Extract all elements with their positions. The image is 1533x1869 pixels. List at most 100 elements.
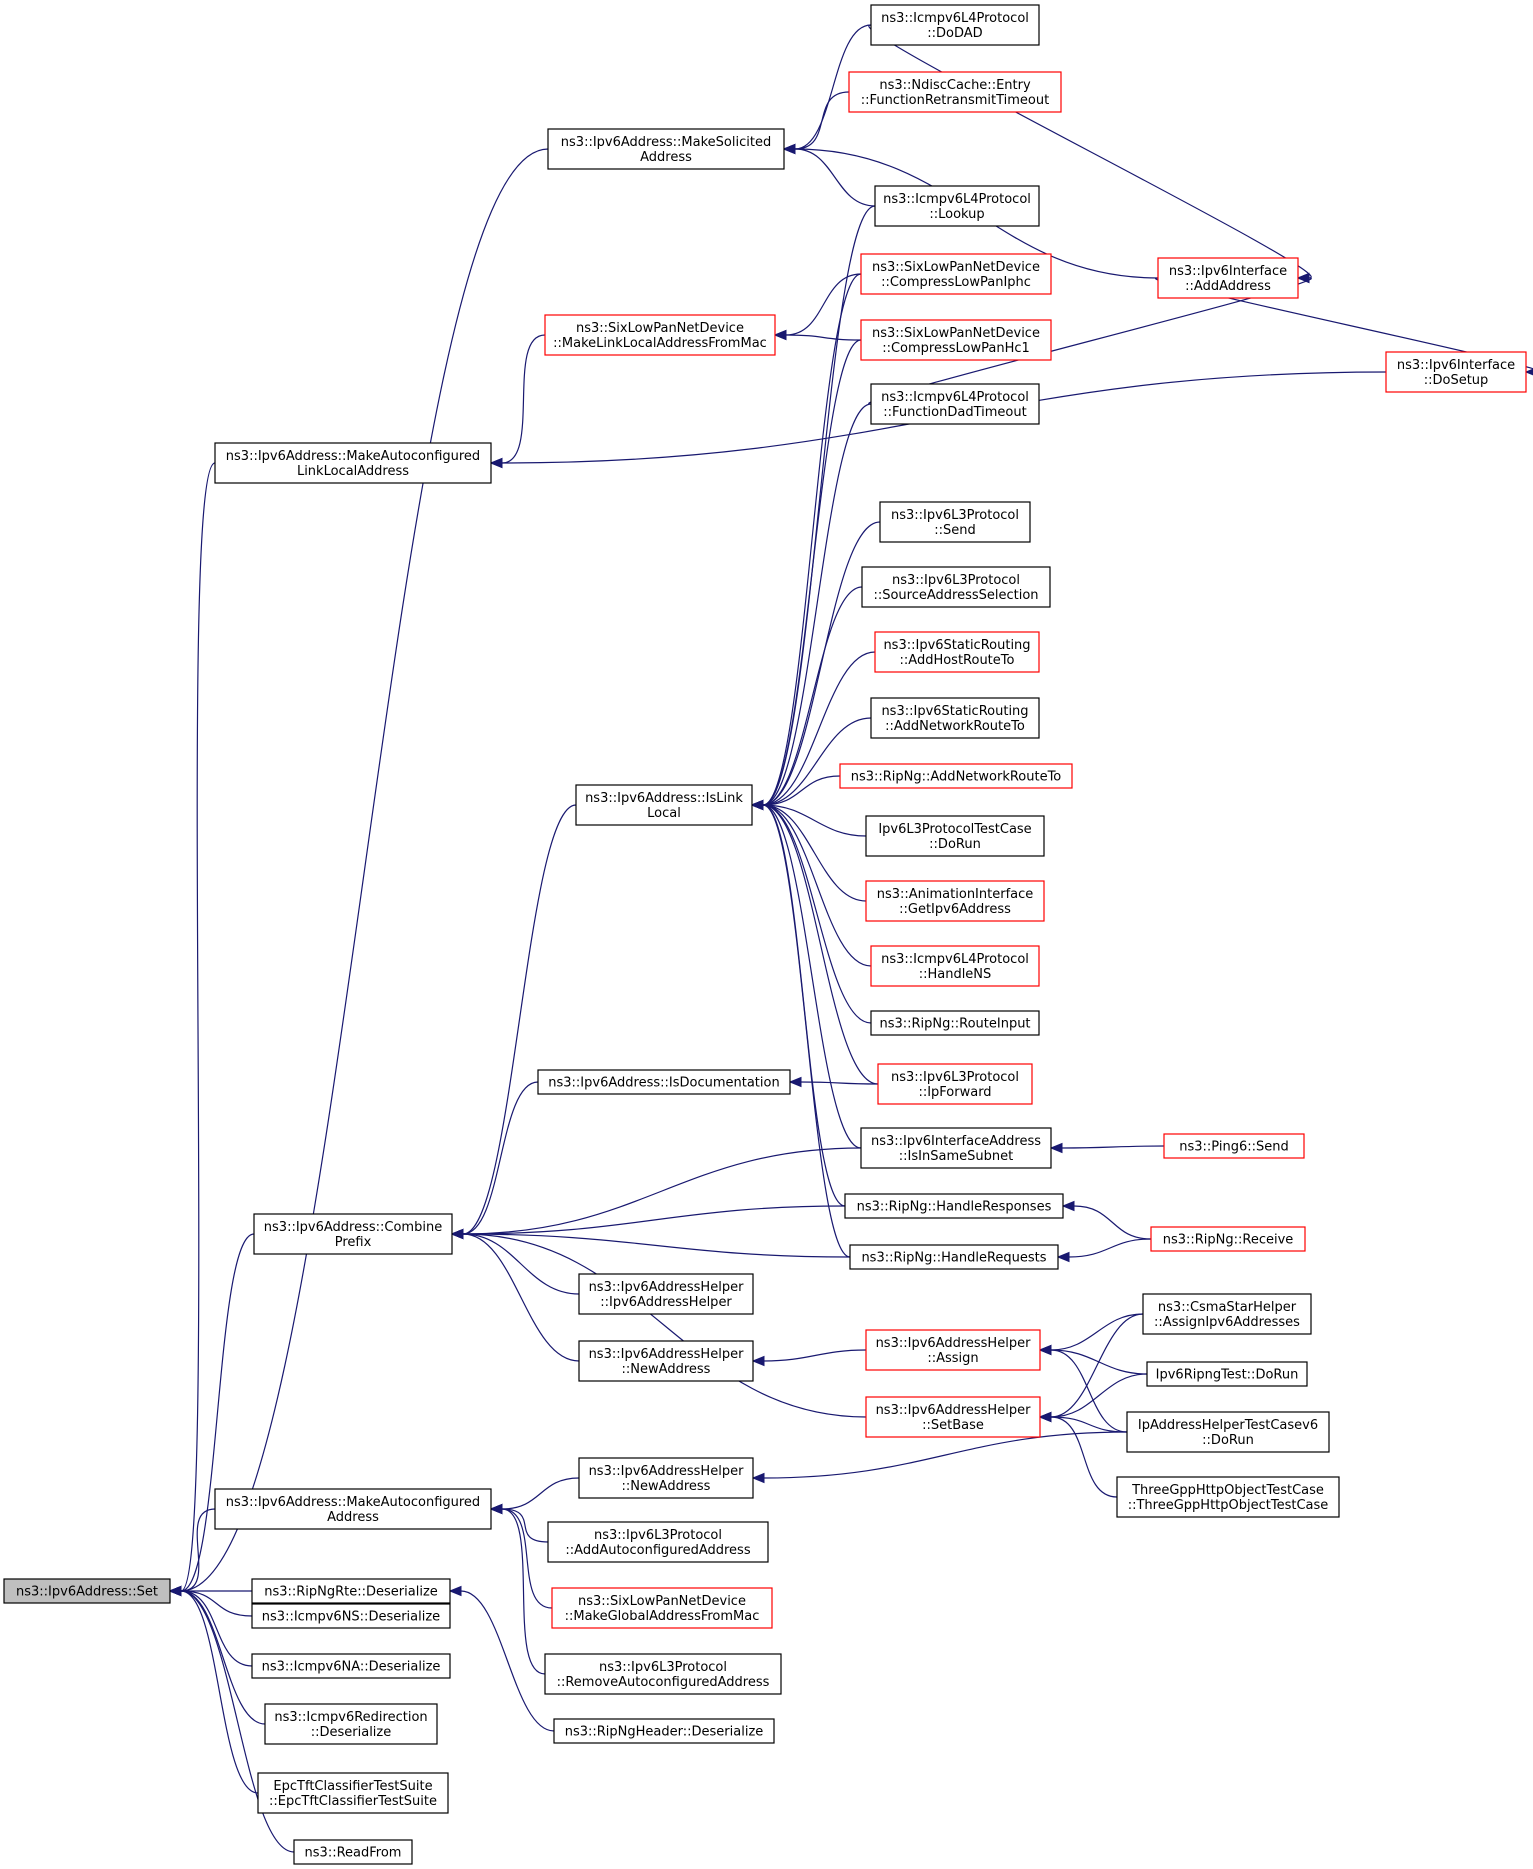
node-sixlow-mkll[interactable]: ns3::SixLowPanNetDevice::MakeLinkLocalAd… [544,314,776,356]
node-box [839,763,1073,789]
nodes-layer: ns3::Ipv6Address::Set ns3::Ipv6Address::M… [3,4,1527,1865]
node-box [860,1127,1052,1169]
edge-line [762,804,862,1149]
node-sixlow-iphc[interactable]: ns3::SixLowPanNetDevice::CompressLowPanI… [860,253,1052,295]
node-l3-addautoconf[interactable]: ns3::Ipv6L3Protocol::AddAutoconfiguredAd… [547,1521,769,1563]
node-ripngheader-deser[interactable]: ns3::RipNgHeader::Deserialize [553,1718,775,1744]
node-static-addhost[interactable]: ns3::Ipv6StaticRouting::AddHostRouteTo [874,631,1040,673]
node-icmpv6na-deser[interactable]: ns3::Icmpv6NA::Deserialize [251,1653,451,1679]
node-label: Address [640,150,692,165]
node-label: ns3::Ipv6L3Protocol [891,508,1019,523]
node-box [870,4,1040,46]
node-icmp-handlens[interactable]: ns3::Icmpv6L4Protocol::HandleNS [870,945,1040,987]
edge-line [180,1590,259,1794]
edge-line [1050,1313,1144,1351]
edge-line [501,334,546,464]
node-isdoc[interactable]: ns3::Ipv6Address::IsDocumentation [537,1069,791,1095]
edge-line [1050,1373,1148,1418]
edge-line [1050,1416,1118,1498]
node-csma-assign[interactable]: ns3::CsmaStarHelper::AssignIpv6Addresses [1142,1293,1312,1335]
node-epctft[interactable]: EpcTftClassifierTestSuite::EpcTftClassif… [257,1772,449,1814]
node-label: ::AddNetworkRouteTo [885,719,1025,734]
node-iphelpertest-dorun[interactable]: IpAddressHelperTestCasev6::DoRun [1126,1411,1330,1453]
node-static-addnet[interactable]: ns3::Ipv6StaticRouting::AddNetworkRouteT… [870,697,1040,739]
edge-addrhelper-setbase-to-combine-prefix [450,1228,867,1418]
edge-arrowhead [1038,1344,1052,1356]
node-ping6-send[interactable]: ns3::Ping6::Send [1163,1133,1305,1159]
node-addrhelper-newaddr2[interactable]: ns3::Ipv6AddressHelper::NewAddress [578,1457,754,1499]
node-iface-addaddr[interactable]: ns3::Ipv6Interface::AddAddress [1157,257,1299,299]
node-make-autoconf-ll[interactable]: ns3::Ipv6Address::MakeAutoconfiguredLink… [214,442,492,484]
edge-line [762,339,862,806]
edge-line [762,205,876,806]
node-ripngrte-deser[interactable]: ns3::RipNgRte::Deserialize [251,1578,451,1604]
edge-arrowhead [1049,1142,1063,1154]
edge-line [762,804,867,902]
edge-sixlow-hc1-to-sixlow-mkll [773,329,862,341]
node-label: ns3::Ipv6StaticRouting [883,638,1030,653]
node-label: ns3::Ipv6AddressHelper [589,1280,745,1295]
edge-line [501,1508,553,1609]
node-label: ::Lookup [929,207,984,222]
node-label: IpAddressHelperTestCasev6 [1138,1418,1318,1433]
node-l3test-dorun[interactable]: Ipv6L3ProtocolTestCase::DoRun [865,815,1045,857]
edge-line [1061,1145,1165,1149]
node-anim-getipv6[interactable]: ns3::AnimationInterface::GetIpv6Address [865,880,1045,922]
node-l3-send[interactable]: ns3::Ipv6L3Protocol::Send [879,501,1031,543]
edge-line [762,273,862,806]
node-ripng-handleresp[interactable]: ns3::RipNg::HandleResponses [844,1193,1064,1219]
node-ndisc-retransmit[interactable]: ns3::NdiscCache::Entry::FunctionRetransm… [848,71,1062,113]
edge-line [180,1233,255,1592]
node-l3-ipforward[interactable]: ns3::Ipv6L3Protocol::IpForward [877,1063,1033,1105]
edge-line [1050,1313,1144,1418]
edge-ifaddr-samesubnet-to-islinklocal [750,799,862,1149]
edge-ping6-send-to-ifaddr-samesubnet [1049,1142,1165,1154]
edge-line [501,1477,580,1510]
node-ifaddr-samesubnet[interactable]: ns3::Ipv6InterfaceAddress::IsInSameSubne… [860,1127,1052,1169]
node-box [865,815,1045,857]
node-box [844,1193,1064,1219]
edge-line [460,1590,555,1732]
edge-addrhelper-newaddr2-to-make-autoconf-addr [489,1477,580,1515]
node-ripng-addnet[interactable]: ns3::RipNg::AddNetworkRouteTo [839,763,1073,789]
edge-icmp-lookup-to-islinklocal [750,205,876,811]
node-addrhelper-setbase[interactable]: ns3::Ipv6AddressHelper::SetBase [865,1396,1041,1438]
node-ripng-handlereq[interactable]: ns3::RipNg::HandleRequests [849,1244,1059,1270]
node-icmpv6redir-deser[interactable]: ns3::Icmpv6Redirection::Deserialize [264,1703,438,1745]
node-make-autoconf-addr[interactable]: ns3::Ipv6Address::MakeAutoconfiguredAddr… [214,1488,492,1530]
node-box [1116,1476,1340,1518]
node-ripngtest-dorun[interactable]: Ipv6RipngTest::DoRun [1146,1361,1308,1387]
node-box [547,128,785,170]
node-ripng-routeinput[interactable]: ns3::RipNg::RouteInput [870,1010,1040,1036]
node-box [879,501,1031,543]
node-addrhelper-assign[interactable]: ns3::Ipv6AddressHelper::Assign [865,1329,1041,1371]
node-icmp-dodad[interactable]: ns3::Icmpv6L4Protocol::DoDAD [870,4,1040,46]
node-addrhelper-newaddr1[interactable]: ns3::Ipv6AddressHelper::NewAddress [578,1340,754,1382]
node-label: ns3::Ipv6InterfaceAddress [871,1134,1041,1149]
edge-iphelpertest-dorun-to-addrhelper-newaddr2 [751,1431,1128,1484]
node-label: ::DoSetup [1424,373,1489,388]
node-label: ::Send [934,523,976,538]
node-ripng-receive[interactable]: ns3::RipNg::Receive [1150,1226,1306,1252]
node-l3-srcsel[interactable]: ns3::Ipv6L3Protocol::SourceAddressSelect… [861,566,1051,608]
node-icmpv6ns-deser[interactable]: ns3::Icmpv6NS::Deserialize [251,1603,451,1629]
edge-readfrom-to-set [168,1585,295,1853]
node-readfrom[interactable]: ns3::ReadFrom [293,1839,413,1865]
node-sixlow-hc1[interactable]: ns3::SixLowPanNetDevice::CompressLowPanH… [860,319,1052,361]
node-icmp-dadtimeout[interactable]: ns3::Icmpv6L4Protocol::FunctionDadTimeou… [870,383,1040,425]
node-threegpp[interactable]: ThreeGppHttpObjectTestCase::ThreeGppHttp… [1116,1476,1340,1518]
node-set[interactable]: ns3::Ipv6Address::Set [3,1578,171,1604]
edge-l3-removeautoconf-to-make-autoconf-addr [489,1503,546,1675]
node-sixlow-mkglobal[interactable]: ns3::SixLowPanNetDevice::MakeGlobalAddre… [551,1587,773,1629]
node-addrhelper-ctor[interactable]: ns3::Ipv6AddressHelper::Ipv6AddressHelpe… [578,1273,754,1315]
node-icmp-lookup[interactable]: ns3::Icmpv6L4Protocol::Lookup [874,185,1040,227]
edge-line [762,651,876,806]
node-l3-removeautoconf[interactable]: ns3::Ipv6L3Protocol::RemoveAutoconfigure… [544,1653,782,1695]
edge-line [462,1233,580,1362]
node-iface-dosetup[interactable]: ns3::Ipv6Interface::DoSetup [1385,351,1527,393]
edge-isdoc-to-combine-prefix [450,1081,539,1240]
